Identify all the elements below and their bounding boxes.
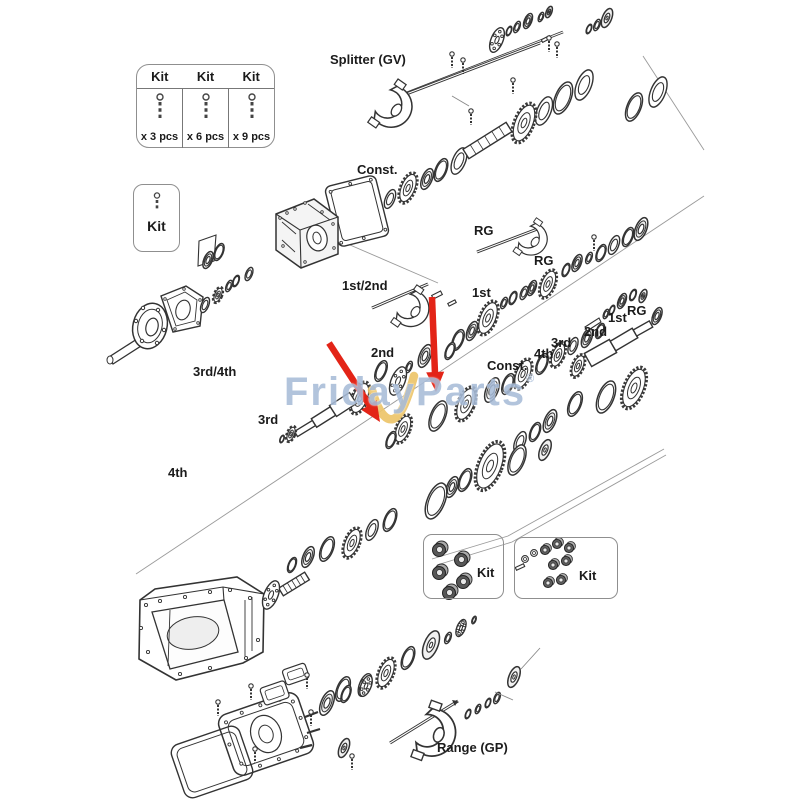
front-gasket: [324, 175, 390, 247]
label-rg-shaft: RG: [627, 303, 647, 318]
kit-rollers-box: [423, 534, 504, 599]
top-right-rings: [624, 76, 668, 122]
countershaft-gear: [569, 353, 587, 379]
red-arrow-icon: [326, 341, 380, 422]
kit-col-title: Kit: [151, 69, 169, 84]
kit-hardware-title: Kit: [579, 568, 597, 583]
watermark-swoosh-icon: [367, 371, 419, 424]
small-gaskets: [259, 662, 310, 706]
label-fourth-shaft: 4th: [534, 346, 554, 361]
label-fourth-gear-left: 4th: [168, 465, 188, 480]
center-clutch-set: [424, 438, 552, 520]
label-constant-front: Const.: [357, 162, 398, 177]
output-flange-hub: [261, 580, 281, 610]
kit-column: x 9 pcs: [229, 89, 274, 148]
kit-hardware-box: [514, 537, 618, 599]
clutch-housing: [275, 198, 339, 269]
rg-first-gear-train: [451, 216, 649, 352]
label-range-fork: Range (GP): [437, 740, 508, 755]
watermark: FridayParts®: [284, 372, 534, 412]
pointer-arrows: [326, 296, 445, 422]
rg-shift-fork: [512, 217, 548, 257]
bottom-gasket: [170, 725, 254, 799]
kit-col-title: Kit: [242, 69, 260, 84]
range-shift-fork: [410, 699, 457, 762]
const-3rd-4th-train: [501, 322, 606, 396]
label-third-shaft: 3rd: [551, 335, 572, 350]
label-third-gear-left: 3rd: [258, 412, 279, 427]
mainshaft-synchro-set: [385, 376, 501, 450]
lower-left-gear-set: [286, 507, 398, 574]
shafts-and-rods: [215, 30, 654, 770]
watermark-registered-icon: ®: [526, 373, 535, 385]
output-cover-rings: [199, 266, 254, 314]
countershaft-small-parts: [602, 288, 663, 326]
gearbox-housing: [138, 576, 265, 681]
kit-col-title: Kit: [196, 69, 215, 84]
kit-multi-columns: x 3 pcs x 6 pcs x 9 pcs: [137, 89, 274, 148]
kit-qty: x 6 pcs: [186, 131, 225, 143]
kit-screw-icon: [201, 93, 210, 118]
label-second-gear: 2nd: [371, 345, 395, 360]
kit-screw-icon: [153, 192, 160, 209]
kit-qty: x 3 pcs: [140, 131, 179, 143]
label-rg-gear: RG: [534, 253, 554, 268]
kit-column: x 3 pcs: [137, 89, 183, 148]
input-gear-rings: [510, 69, 594, 145]
kit-rollers-title: Kit: [477, 565, 495, 580]
label-rg-fork: RG: [474, 223, 494, 238]
kit-column: x 6 pcs: [183, 89, 229, 148]
label-first-shaft: 1st: [608, 310, 627, 325]
splitter-shift-fork: [366, 78, 413, 129]
kit-single-box: Kit: [133, 184, 180, 252]
kit-screw-icon: [247, 93, 256, 118]
kit-single-title: Kit: [147, 218, 166, 234]
shift-forks: [366, 78, 548, 762]
kit-qty: x 9 pcs: [232, 131, 271, 143]
mainshaft-tip-gear: [278, 424, 298, 444]
front-parts: [261, 424, 298, 610]
kit-multi-titles: Kit Kit Kit: [137, 65, 274, 89]
pto-cover-rings: [202, 242, 225, 270]
range-planet-set: [334, 615, 477, 703]
label-first-second-fork: 1st/2nd: [342, 278, 388, 293]
output-flange-front: [106, 302, 169, 365]
kit-hardware-parts: [514, 537, 576, 589]
red-arrow-icon: [426, 296, 445, 392]
kit-roller-parts: [432, 540, 473, 600]
range-hardware: [464, 665, 521, 720]
label-second-shaft: 2nd: [584, 324, 608, 339]
second-gear-set: [348, 341, 456, 416]
kit-screw-icon: [155, 93, 164, 118]
first-second-shift-fork: [389, 284, 430, 328]
kit-multi-box: Kit Kit Kit x 3 pcs x 6 pcs x 9 pcs: [136, 64, 275, 148]
label-constant-mid: Const.: [487, 358, 528, 373]
label-first-gear: 1st: [472, 285, 491, 300]
constant-gear-set: [383, 147, 468, 210]
part-chains: [199, 5, 668, 759]
label-third-fourth-fork: 3rd/4th: [193, 364, 237, 379]
rear-cover-bearings: [318, 674, 373, 759]
watermark-text: FridayParts: [284, 370, 527, 414]
label-splitter-fork: Splitter (GV): [330, 52, 406, 67]
input-shaft-top-parts: [488, 5, 614, 53]
